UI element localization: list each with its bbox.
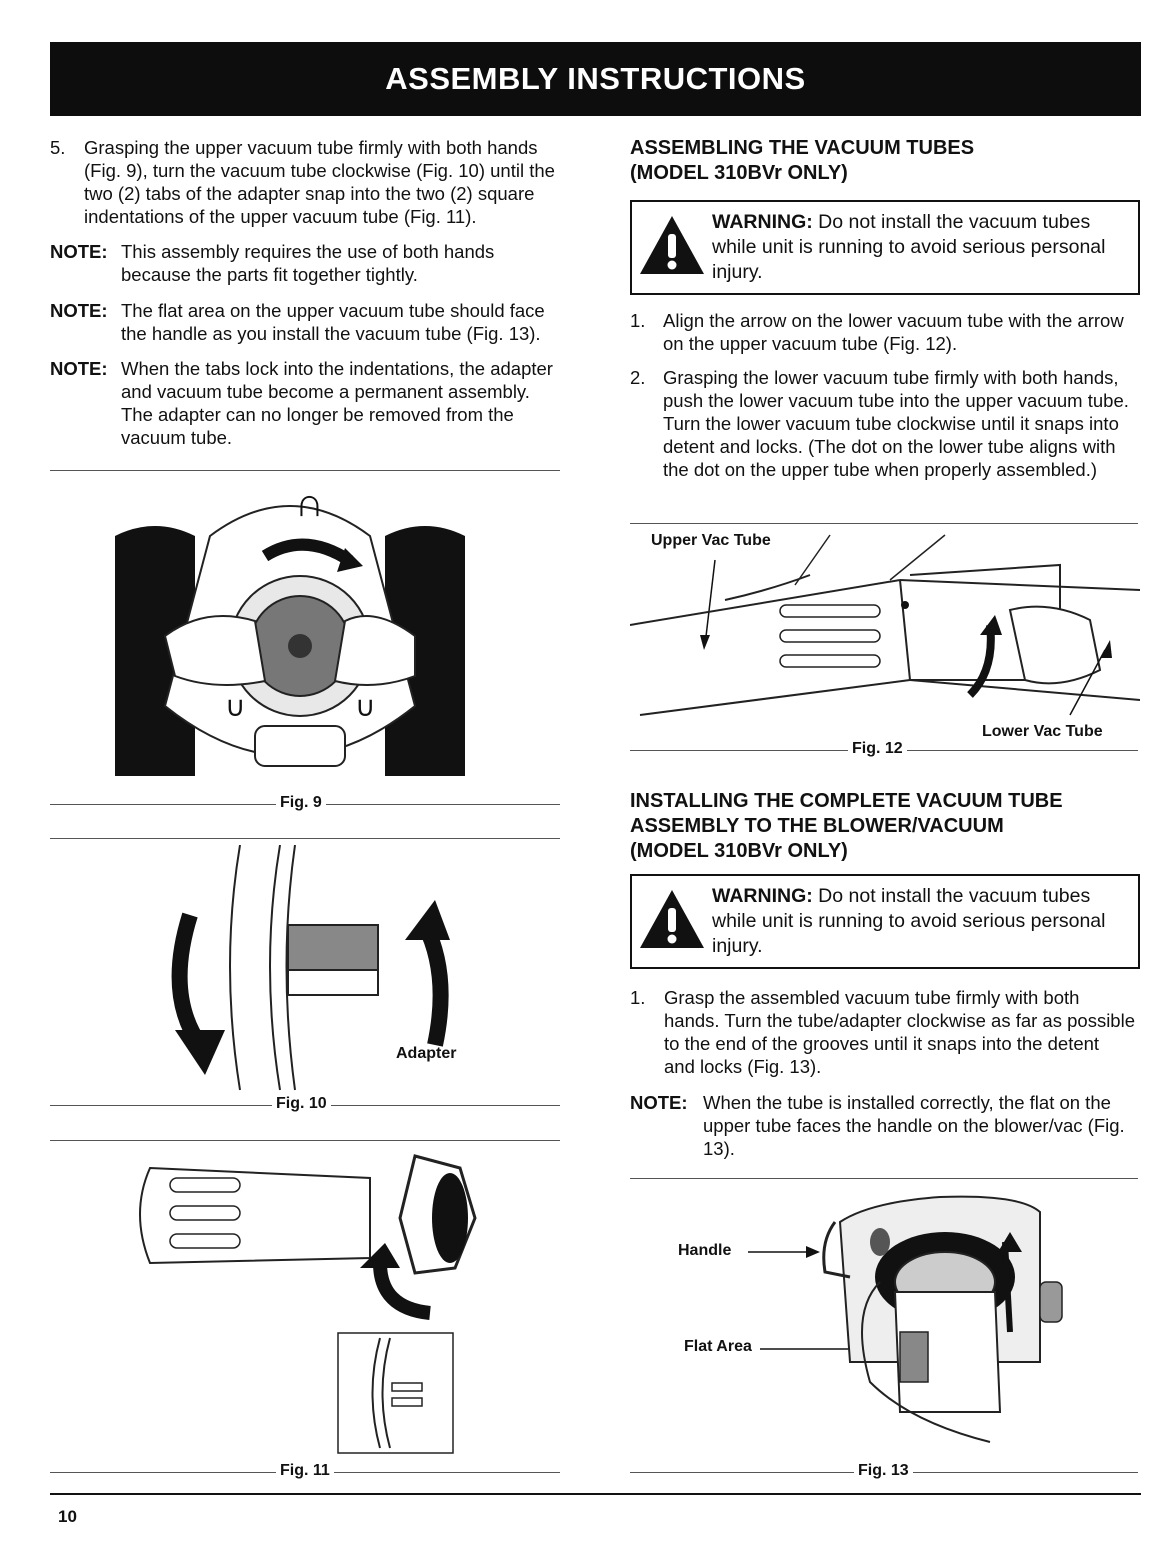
section1-heading-line1: ASSEMBLING THE VACUUM TUBES — [630, 137, 975, 159]
fig13-caption-row: Fig. 13 — [630, 1462, 1138, 1482]
section2-heading-line2: ASSEMBLY TO THE BLOWER/VACUUM — [630, 815, 1004, 837]
fig13-caption: Fig. 13 — [854, 1462, 913, 1480]
note-label: NOTE: — [50, 358, 108, 379]
svg-text:∪: ∪ — [225, 691, 246, 722]
step-number: 5. — [50, 137, 66, 158]
step-number: 1. — [630, 987, 646, 1008]
step-text: Align the arrow on the lower vacuum tube… — [663, 310, 1124, 354]
svg-text:∩: ∩ — [295, 481, 324, 525]
fig10-adapter-label: Adapter — [396, 1045, 457, 1062]
fig13-illustration — [748, 1195, 1063, 1443]
fig9-caption-row: Fig. 9 — [50, 794, 560, 814]
note-label: NOTE: — [50, 241, 108, 262]
footer-rule — [50, 1493, 1141, 1495]
warning-label: WARNING: — [712, 885, 813, 907]
warning-text: WARNING: Do not install the vacuum tubes… — [712, 884, 1128, 959]
warning-icon — [640, 216, 704, 274]
warning-body: Do not install the vacuum tubes while un… — [712, 211, 1106, 283]
figure-rule — [630, 523, 1138, 524]
fig9-illustration: ∩ ∪ ∪ — [115, 481, 465, 776]
note-2: NOTE: The flat area on the upper vacuum … — [50, 299, 560, 345]
note-1: NOTE: This assembly requires the use of … — [50, 240, 560, 286]
warning-icon — [640, 890, 704, 948]
fig11-illustration — [139, 1154, 477, 1454]
figure-rule — [50, 838, 560, 839]
step-text: Grasping the upper vacuum tube firmly wi… — [84, 137, 555, 227]
warning-body: Do not install the vacuum tubes while un… — [712, 885, 1106, 957]
figure-rule — [50, 470, 560, 471]
step-text: Grasping the lower vacuum tube firmly wi… — [663, 367, 1129, 480]
fig12-caption: Fig. 12 — [848, 740, 907, 758]
fig12-caption-row: Fig. 12 — [630, 740, 1138, 760]
step-number: 1. — [630, 310, 646, 331]
note-3: NOTE: When the tabs lock into the indent… — [50, 357, 560, 449]
note-text: When the tabs lock into the indentations… — [121, 358, 553, 448]
figure-rule — [630, 1178, 1138, 1179]
section1-step-2: 2. Grasping the lower vacuum tube firmly… — [630, 366, 1135, 481]
section2-note: NOTE: When the tube is installed correct… — [630, 1091, 1135, 1160]
fig13-handle-label: Handle — [678, 1242, 732, 1259]
warning-box-2: WARNING: Do not install the vacuum tubes… — [630, 874, 1140, 969]
fig10-illustration — [171, 845, 450, 1091]
section2-step-1: 1. Grasp the assembled vacuum tube firml… — [630, 986, 1135, 1078]
warning-box-1: WARNING: Do not install the vacuum tubes… — [630, 200, 1140, 295]
svg-text:∪: ∪ — [355, 691, 376, 722]
fig12-illustration — [630, 534, 1140, 716]
fig11-caption-row: Fig. 11 — [50, 1462, 560, 1482]
section1-heading: ASSEMBLING THE VACUUM TUBES (MODEL 310BV… — [630, 136, 1140, 186]
section1-heading-line2: (MODEL 310BVr ONLY) — [630, 162, 848, 184]
figure-rule — [50, 1140, 560, 1141]
section2-heading-line1: INSTALLING THE COMPLETE VACUUM TUBE — [630, 790, 1063, 812]
section-banner: ASSEMBLY INSTRUCTIONS — [50, 42, 1141, 116]
section2-heading: INSTALLING THE COMPLETE VACUUM TUBE ASSE… — [630, 789, 1140, 864]
fig9-caption: Fig. 9 — [276, 794, 326, 812]
step-5: 5. Grasping the upper vacuum tube firmly… — [50, 136, 560, 228]
step-number: 2. — [630, 367, 646, 388]
fig10-caption-row: Fig. 10 — [50, 1095, 560, 1115]
section2-heading-line3: (MODEL 310BVr ONLY) — [630, 840, 848, 862]
note-label: NOTE: — [630, 1092, 688, 1113]
warning-label: WARNING: — [712, 211, 813, 233]
fig13-flat-label: Flat Area — [684, 1338, 752, 1355]
step-text: Grasp the assembled vacuum tube firmly w… — [664, 987, 1135, 1077]
section1-step-1: 1. Align the arrow on the lower vacuum t… — [630, 309, 1135, 355]
warning-text: WARNING: Do not install the vacuum tubes… — [712, 210, 1128, 285]
fig11-caption: Fig. 11 — [276, 1462, 334, 1480]
page-number: 10 — [58, 1507, 77, 1526]
fig12-lower-label: Lower Vac Tube — [982, 723, 1103, 740]
note-text: This assembly requires the use of both h… — [121, 241, 495, 285]
fig10-caption: Fig. 10 — [272, 1095, 331, 1113]
fig12-upper-label: Upper Vac Tube — [651, 532, 771, 549]
note-text: The flat area on the upper vacuum tube s… — [121, 300, 545, 344]
note-label: NOTE: — [50, 300, 108, 321]
note-text: When the tube is installed correctly, th… — [703, 1092, 1125, 1159]
